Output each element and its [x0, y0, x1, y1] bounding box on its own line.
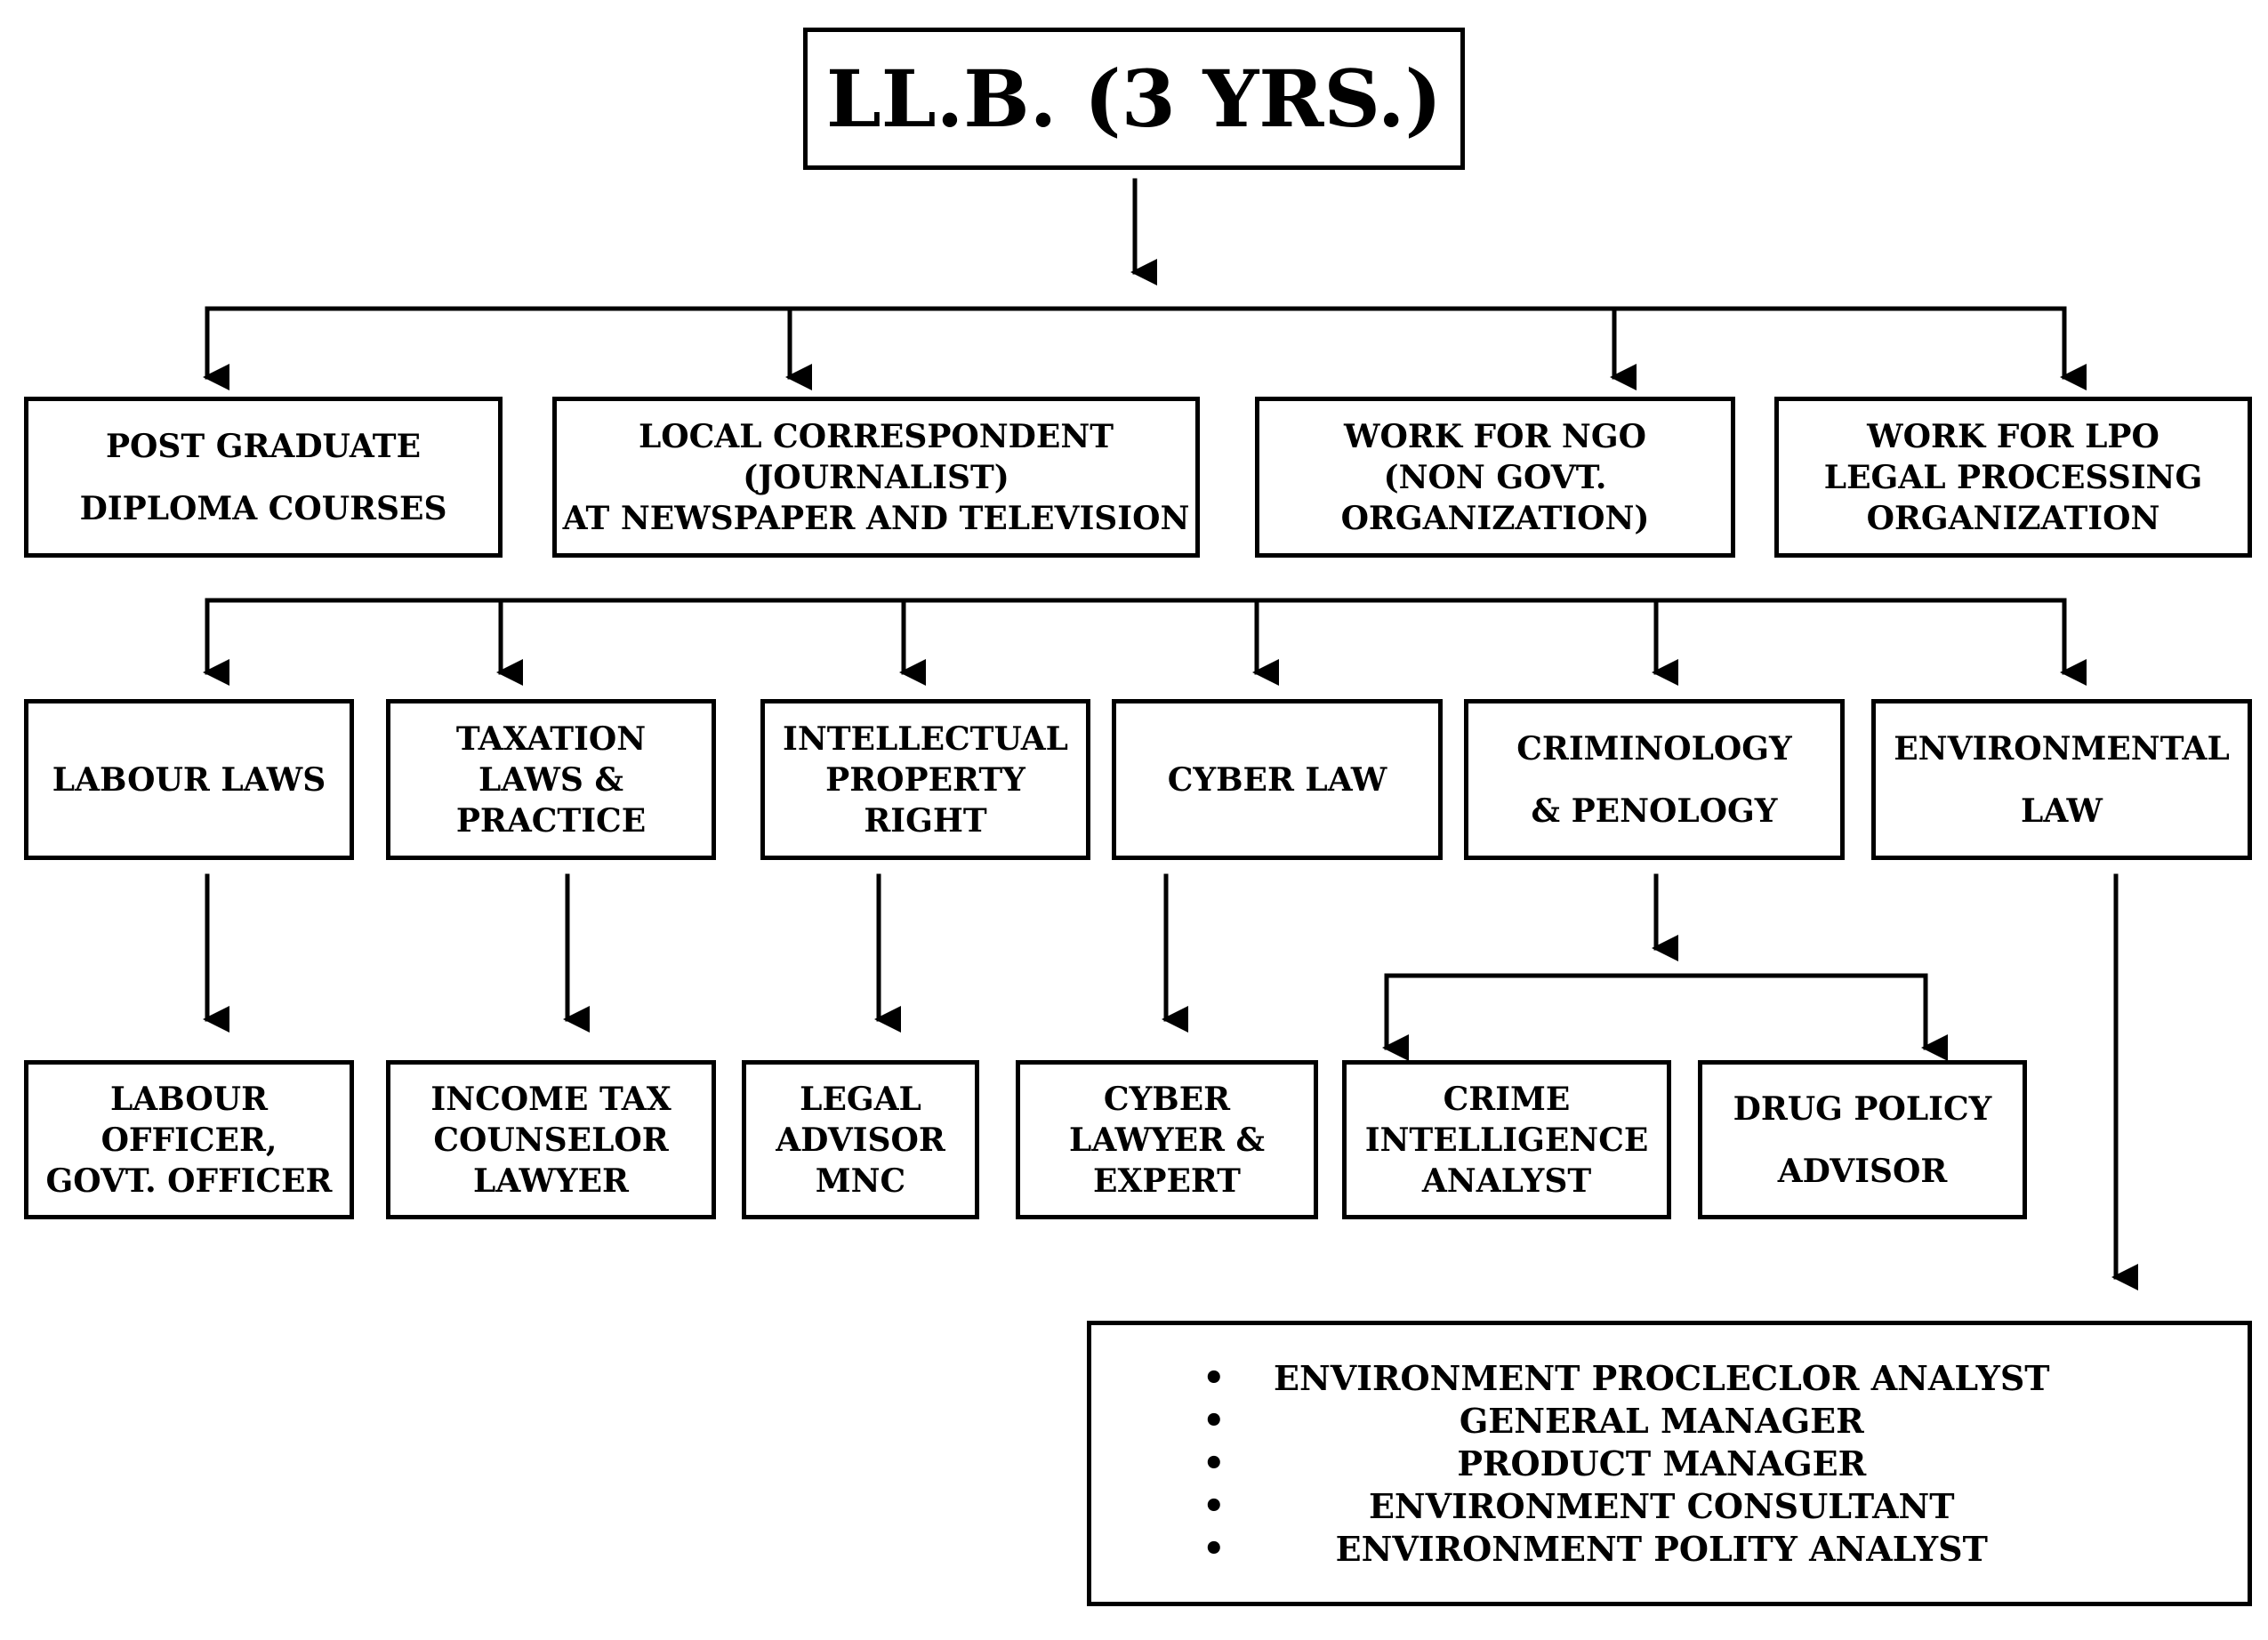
list-item: ENVIRONMENT PROCLECLOR ANALYST	[1202, 1357, 2050, 1400]
box-taxation-laws: TAXATION LAWS & PRACTICE	[386, 699, 716, 860]
box-line: ADVISOR	[776, 1121, 945, 1159]
box-local-correspondent: LOCAL CORRESPONDENT (JOURNALIST) AT NEWS…	[552, 397, 1200, 558]
box-line: POST GRADUATE	[105, 427, 422, 465]
box-line: COUNSELOR	[433, 1121, 669, 1159]
box-line: (NON GOVT.	[1383, 458, 1607, 496]
box-line: EXPERT	[1093, 1162, 1241, 1200]
title-text: LL.B. (3 YRS.)	[825, 52, 1443, 145]
box-line: (JOURNALIST)	[743, 458, 1009, 496]
box-line: INTELLIGENCE	[1364, 1121, 1649, 1159]
box-line: MNC	[815, 1162, 906, 1200]
box-labour-laws: LABOUR LAWS	[24, 699, 354, 860]
list-item: PRODUCT MANAGER	[1202, 1443, 2050, 1485]
box-work-for-ngo: WORK FOR NGO (NON GOVT. ORGANIZATION)	[1255, 397, 1735, 558]
box-line: ORGANIZATION)	[1340, 499, 1650, 537]
box-line: AT NEWSPAPER AND TELEVISION	[562, 499, 1190, 537]
box-line: TAXATION	[455, 720, 647, 758]
box-line: CRIMINOLOGY	[1516, 729, 1792, 768]
box-post-graduate: POST GRADUATE DIPLOMA COURSES	[24, 397, 503, 558]
list-item: ENVIRONMENT CONSULTANT	[1202, 1485, 2050, 1528]
list-item: GENERAL MANAGER	[1202, 1400, 2050, 1443]
box-cyber-law: CYBER LAW	[1112, 699, 1443, 860]
box-line: CRIME	[1443, 1080, 1571, 1118]
box-line: LOCAL CORRESPONDENT	[638, 417, 1114, 455]
box-line: INTELLECTUAL	[782, 720, 1068, 758]
box-labour-officer: LABOUR OFFICER, GOVT. OFFICER	[24, 1060, 354, 1219]
box-line: GOVT. OFFICER	[45, 1162, 333, 1200]
box-line: LAWYER	[473, 1162, 629, 1200]
box-line: OFFICER,	[101, 1121, 277, 1159]
environment-careers-list: ENVIRONMENT PROCLECLOR ANALYST GENERAL M…	[1202, 1357, 2050, 1571]
box-line: ENVIRONMENTAL	[1894, 729, 2230, 768]
box-environmental-law: ENVIRONMENTAL LAW	[1871, 699, 2252, 860]
box-line: ADVISOR	[1777, 1152, 1948, 1190]
box-income-tax-counselor: INCOME TAX COUNSELOR LAWYER	[386, 1060, 716, 1219]
box-line: INCOME TAX	[430, 1080, 672, 1118]
box-legal-advisor: LEGAL ADVISOR MNC	[742, 1060, 979, 1219]
box-line: CYBER LAW	[1167, 760, 1387, 799]
box-line: LAWS &	[479, 760, 623, 799]
box-line: & PENOLOGY	[1531, 792, 1778, 830]
box-line: LABOUR	[109, 1080, 268, 1118]
box-intellectual-property: INTELLECTUAL PROPERTY RIGHT	[760, 699, 1090, 860]
box-line: ANALYST	[1421, 1162, 1592, 1200]
box-line: DIPLOMA COURSES	[79, 489, 447, 527]
box-line: LAW	[2021, 792, 2103, 830]
box-line: RIGHT	[864, 801, 987, 840]
box-crime-intelligence: CRIME INTELLIGENCE ANALYST	[1342, 1060, 1671, 1219]
box-environment-careers: ENVIRONMENT PROCLECLOR ANALYST GENERAL M…	[1087, 1321, 2252, 1606]
box-line: PRACTICE	[455, 801, 647, 840]
box-line: LEGAL	[800, 1080, 921, 1118]
box-line: WORK FOR NGO	[1344, 417, 1646, 455]
box-line: WORK FOR LPO	[1867, 417, 2159, 455]
box-line: LAWYER &	[1069, 1121, 1265, 1159]
box-cyber-lawyer: CYBER LAWYER & EXPERT	[1016, 1060, 1318, 1219]
box-line: PROPERTY	[825, 760, 1025, 799]
box-line: ORGANIZATION	[1866, 499, 2160, 537]
list-item: ENVIRONMENT POLITY ANALYST	[1202, 1528, 2050, 1571]
box-criminology: CRIMINOLOGY & PENOLOGY	[1464, 699, 1845, 860]
box-drug-policy: DRUG POLICY ADVISOR	[1698, 1060, 2027, 1219]
box-line: CYBER	[1103, 1080, 1231, 1118]
box-line: DRUG POLICY	[1733, 1089, 1992, 1128]
box-line: LEGAL PROCESSING	[1823, 458, 2203, 496]
box-work-for-lpo: WORK FOR LPO LEGAL PROCESSING ORGANIZATI…	[1774, 397, 2252, 558]
title-box: LL.B. (3 YRS.)	[803, 28, 1465, 170]
box-line: LABOUR LAWS	[52, 760, 326, 799]
